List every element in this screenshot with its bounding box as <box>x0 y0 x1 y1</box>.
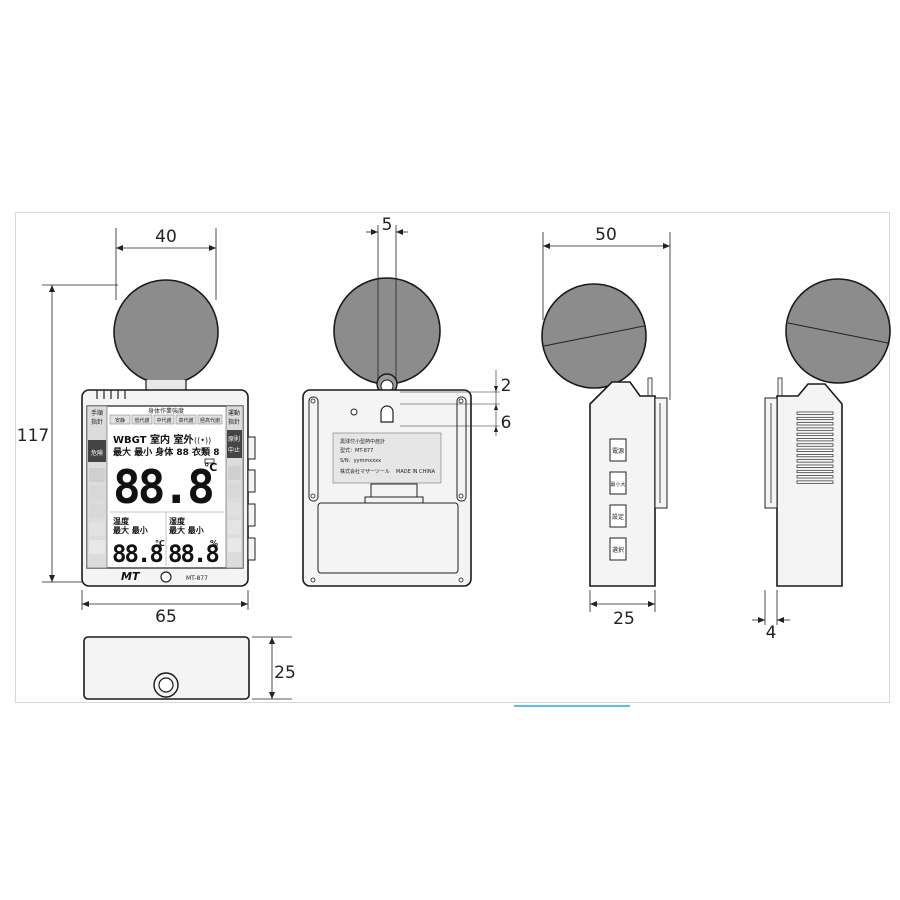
set-button-label: 設定 <box>612 513 624 521</box>
side-view-left: 50 電源 最小大 設定 選択 25 <box>541 225 671 629</box>
temp-label: 温度 <box>113 516 130 526</box>
hum-label: 湿度 <box>169 516 186 526</box>
vent-slot <box>796 411 834 415</box>
vent-slot <box>796 454 834 458</box>
bottom-view: 25 <box>83 636 296 700</box>
tab-mid: 中代謝 <box>156 417 171 424</box>
label-line-1: 黒球付小型熱中症計 <box>340 438 385 445</box>
hum-reading: 88.8 <box>168 540 218 568</box>
tab-high: 高代謝 <box>178 417 193 424</box>
temp-reading: 88.8 <box>112 540 162 568</box>
vent-slot <box>796 416 834 421</box>
battery-cover <box>317 502 459 574</box>
back-globe <box>333 277 441 385</box>
lcd-row-1: WBGT 室内 室外 <box>113 433 193 446</box>
vent-slot <box>796 469 834 474</box>
label-line-2: 型式：MT-877 <box>340 447 373 454</box>
vent-slots <box>796 411 834 484</box>
vent-slot <box>796 432 834 436</box>
dim-back-gap-top: 2 <box>501 376 512 396</box>
vent-slot <box>796 480 834 484</box>
minmax-button-label: 最小大 <box>610 481 625 488</box>
dim-side-width-top: 50 <box>595 225 617 245</box>
right-label-4: 中止 <box>228 446 240 454</box>
tab-very-high: 極高代謝 <box>200 417 220 424</box>
brand-logo: MT <box>121 570 141 583</box>
activity-header: 身体作業強度 <box>148 407 184 415</box>
power-button-label: 電源 <box>612 447 624 455</box>
left-label-2: 指針 <box>91 418 103 426</box>
hum-unit: % <box>210 539 218 548</box>
set-button[interactable] <box>609 504 627 528</box>
product-label <box>332 432 442 484</box>
tab-rest: 安静 <box>115 417 125 424</box>
globe-sensor <box>113 279 219 385</box>
model-label: MT-877 <box>186 575 208 582</box>
keyhole-slot <box>380 405 394 423</box>
vent-slot <box>796 448 834 452</box>
vent-slot <box>796 438 834 442</box>
front-view: 40 117 手順 指針 危険 運動 指針 <box>17 227 256 627</box>
dim-front-width-bottom: 65 <box>155 607 177 627</box>
lcd-screen <box>86 405 244 569</box>
select-button-label: 選択 <box>612 546 624 554</box>
vent-slot <box>796 464 834 468</box>
dim-back-gap-mid: 6 <box>501 413 512 433</box>
select-button[interactable] <box>609 537 627 561</box>
vent-slot <box>796 427 834 431</box>
side-globe-2 <box>785 278 891 384</box>
back-view: 5 2 6 黒球付小型熱中症計 型式：MT-877 S/N：yymmxxxx 株… <box>302 215 512 587</box>
dim-front-height: 117 <box>17 426 49 446</box>
svg-text:((•)): ((•)) <box>194 436 211 445</box>
bottom-body <box>83 636 250 700</box>
left-label-1: 手順 <box>91 409 103 417</box>
tab-low: 低代謝 <box>134 417 149 424</box>
label-origin: MADE IN CHINA <box>396 469 436 475</box>
dim-side-depth-bottom: 25 <box>613 609 635 629</box>
right-label-2: 指針 <box>228 418 240 426</box>
dim-back-hole-width: 5 <box>382 215 393 235</box>
temp-sub: 最大 最小 <box>113 525 148 535</box>
power-button[interactable] <box>609 438 627 462</box>
label-line-3: S/N：yymmxxxx <box>340 458 381 464</box>
power-indicator <box>160 571 172 583</box>
minmax-button[interactable] <box>609 471 627 495</box>
vent-slot <box>796 422 834 426</box>
main-unit: ℃ <box>204 461 217 474</box>
label-line-4: 株式会社マザーツール <box>340 468 390 475</box>
right-label-1: 運動 <box>228 409 240 417</box>
dim-front-width-top: 40 <box>155 227 177 247</box>
vent-slot <box>796 459 834 463</box>
main-reading: 88.8 <box>113 460 212 514</box>
vent-slot <box>796 475 834 479</box>
dim-side-offset: 4 <box>766 623 777 643</box>
vent-slot <box>796 443 834 447</box>
lcd-row-2: 最大 最小 身体 88 衣類 8 <box>113 446 219 458</box>
drawing-frame <box>15 212 890 703</box>
temp-unit: ℃ <box>155 539 165 548</box>
left-label-3: 危険 <box>91 449 103 457</box>
hum-sub: 最大 最小 <box>169 525 204 535</box>
side-view-right: 4 <box>752 278 891 643</box>
dim-bottom-depth: 25 <box>274 663 296 683</box>
right-label-3: 原則 <box>228 435 240 443</box>
